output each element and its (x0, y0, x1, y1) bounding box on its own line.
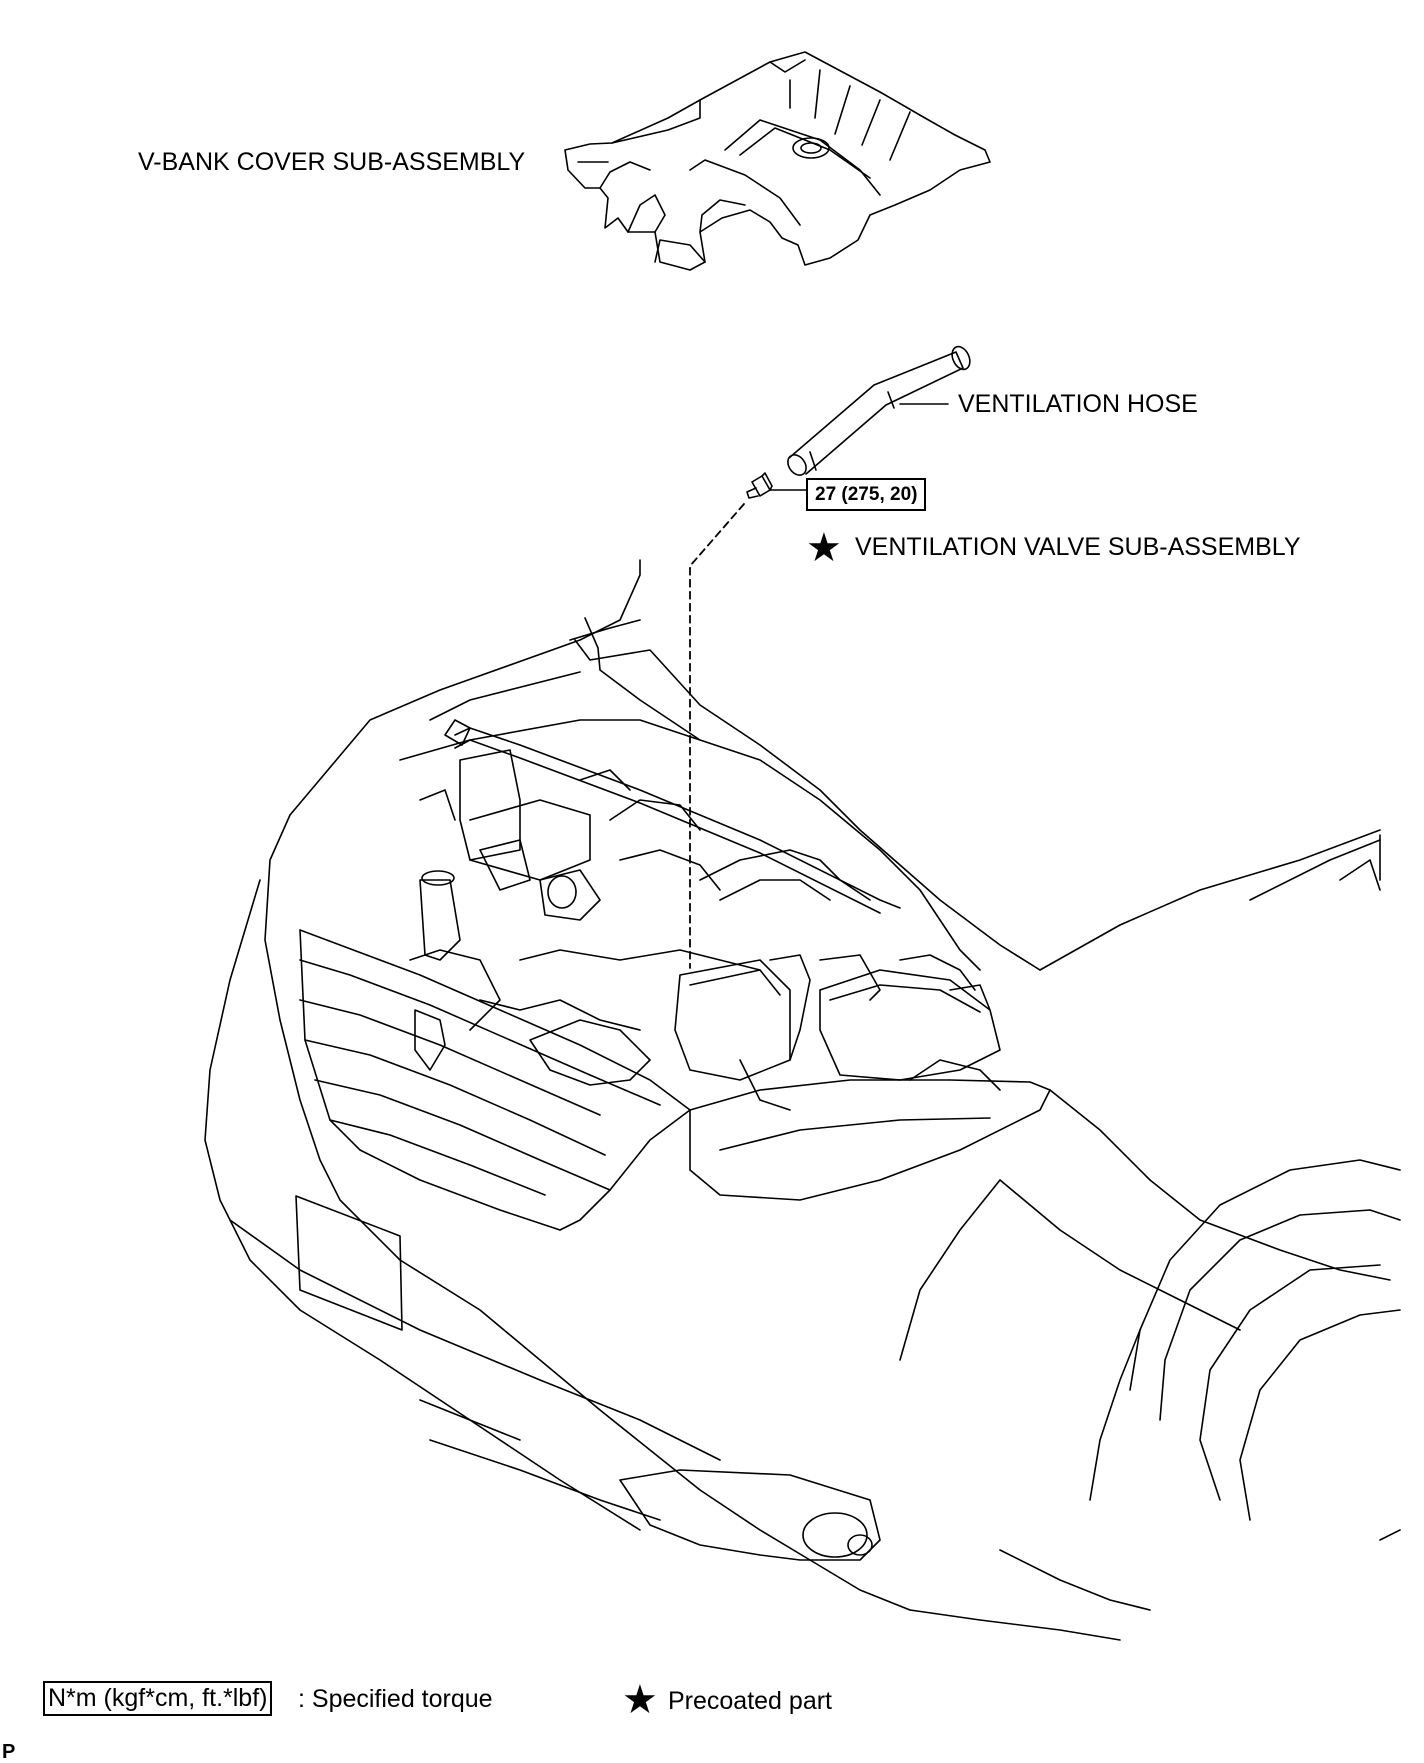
legend-torque-desc: : Specified torque (298, 1685, 493, 1713)
star-icon: ★ (622, 1678, 658, 1722)
legend-precoated-desc: Precoated part (668, 1687, 832, 1715)
torque-value-box: 27 (275, 20) (806, 478, 927, 511)
legend-torque-unit-box: N*m (kgf*cm, ft.*lbf) (43, 1681, 273, 1716)
star-icon: ★ (806, 526, 842, 570)
vbank-cover-drawing (565, 52, 990, 270)
install-dashed-line (690, 504, 744, 968)
corner-mark: P (2, 1741, 15, 1763)
ventilation-valve-drawing (747, 473, 772, 498)
vehicle-front-drawing (205, 560, 1400, 1640)
ventilation-hose-drawing (784, 344, 973, 479)
ventilation-hose-label: VENTILATION HOSE (958, 390, 1198, 418)
ventilation-valve-label: VENTILATION VALVE SUB-ASSEMBLY (855, 533, 1301, 561)
vbank-cover-label: V-BANK COVER SUB-ASSEMBLY (138, 148, 526, 176)
